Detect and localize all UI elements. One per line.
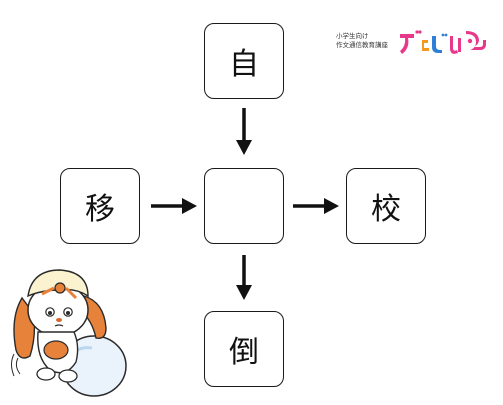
kanji-box-left: 移 xyxy=(60,168,140,244)
arrow-top-to-center xyxy=(236,108,252,155)
kanji-box-top: 自 xyxy=(204,23,284,99)
mascot-illustration xyxy=(11,269,127,397)
logo-subtitle-line2: 作文通信教育講座 xyxy=(336,41,388,49)
arrow-center-to-right xyxy=(293,198,339,214)
arrow-left-to-center xyxy=(151,198,197,214)
arrow-center-to-bottom xyxy=(236,255,252,300)
brand-logo: 小学生向け 作文通信教育講座 xyxy=(336,26,488,62)
logo-wordmark-icon xyxy=(400,30,486,54)
answer-box[interactable] xyxy=(204,168,284,244)
kanji-box-bottom: 倒 xyxy=(204,311,284,387)
kanji-box-right: 校 xyxy=(346,168,426,244)
logo-subtitle-line1: 小学生向け xyxy=(336,32,369,40)
